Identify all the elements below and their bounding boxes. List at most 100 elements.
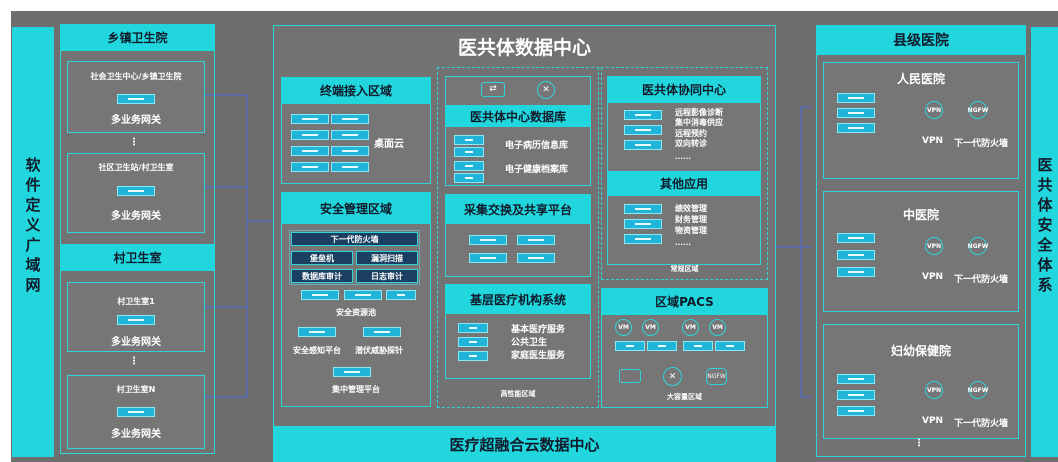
hospital-box-2	[823, 191, 1019, 312]
hospital-1-name: 人民医院	[896, 72, 945, 86]
town-box-2-label: 社区卫生站/村卫生室	[98, 163, 174, 172]
server-icon	[624, 204, 662, 214]
collab-item-2: 集中消毒供应	[675, 118, 723, 127]
ngfw-icon: NGFW	[706, 368, 727, 385]
hospital-2-name: 中医院	[902, 208, 939, 222]
data-center-title: 医共体数据中心	[457, 37, 591, 59]
primary-item-1: 基本医疗服务	[511, 325, 566, 335]
log-audit: 日志审计	[356, 269, 418, 283]
server-icon	[837, 108, 875, 118]
server-icon	[837, 233, 875, 243]
server-icon	[469, 253, 507, 263]
other-item-4: ......	[675, 239, 691, 247]
emr-label: 电子病历信息库	[505, 141, 569, 151]
server-icon	[624, 219, 662, 229]
router-icon: ✕	[537, 81, 555, 99]
collab-item-4: 双向转诊	[675, 139, 707, 148]
server-icon	[117, 407, 155, 417]
server-icon	[647, 341, 677, 351]
server-icon	[291, 162, 329, 172]
hospital-3-name: 妇幼保健院	[890, 344, 951, 358]
village-box-2-gateway: 多业务网关	[111, 429, 161, 440]
hospital-box-1	[823, 62, 1019, 179]
other-apps-title: 其他应用	[607, 171, 761, 196]
server-icon	[331, 162, 369, 172]
county-hospital-title: 县级医院	[816, 25, 1026, 55]
other-item-3: 物资管理	[675, 226, 707, 235]
firewall-label: 下一代防火墙	[954, 419, 1009, 429]
server-icon	[117, 315, 155, 325]
high-perf-zone-label: 高性能区域	[500, 390, 536, 398]
server-icon	[117, 94, 155, 104]
server-icon	[363, 327, 401, 337]
server-icon	[298, 327, 336, 337]
server-icon	[333, 367, 371, 377]
server-icon	[837, 406, 875, 416]
server-icon	[624, 234, 662, 244]
sd-wan-label: 软件定义广域网	[25, 156, 41, 294]
vm-icon: VM	[682, 319, 699, 336]
security-system-bar	[1031, 27, 1058, 457]
server-icon	[837, 123, 875, 133]
primary-item-2: 公共卫生	[511, 338, 548, 348]
village-box-2-label: 村卫生室N	[116, 385, 156, 394]
ehr-label: 电子健康档案库	[505, 165, 569, 175]
other-item-2: 财务管理	[675, 215, 707, 224]
general-zone-label: 常规区域	[670, 265, 699, 273]
threat-probe-label: 潜伏威胁探针	[355, 346, 403, 355]
server-icon	[117, 186, 155, 196]
firewall-label: 下一代防火墙	[954, 275, 1009, 285]
village-box-2	[67, 375, 205, 449]
connection-lines	[205, 94, 811, 398]
server-icon	[837, 250, 875, 260]
server-icon	[344, 290, 382, 300]
server-icon	[454, 161, 484, 171]
server-icon	[615, 341, 645, 351]
village-box-1-label: 村卫生室1	[117, 297, 155, 306]
collab-item-1: 远程影像诊断	[675, 108, 723, 117]
other-item-1: 绩效管理	[675, 204, 707, 213]
primary-care-title: 基层医疗机构系统	[445, 284, 591, 314]
village-ellipsis: ⋮	[129, 356, 139, 367]
village-box-1	[67, 282, 205, 352]
server-icon	[331, 146, 369, 156]
vpn-label: VPN	[922, 416, 944, 426]
server-icon	[624, 140, 662, 150]
sd-wan-bar	[12, 27, 54, 457]
server-icon	[386, 290, 416, 300]
vpn-label: VPN	[922, 136, 944, 146]
db-center-title: 医共体中心数据库	[445, 105, 591, 127]
security-pool-label: 安全资源池	[336, 308, 376, 317]
cloud-data-center-bar: 医疗超融合云数据中心	[273, 426, 776, 462]
village-clinic-title: 村卫生室	[60, 244, 215, 271]
server-icon	[454, 173, 484, 183]
sense-platform-label: 安全感知平台	[293, 346, 341, 355]
town-ellipsis: ⋮	[129, 137, 139, 148]
server-icon	[454, 135, 484, 145]
server-icon	[458, 337, 488, 347]
ngfw-icon: NGFW	[968, 381, 988, 399]
server-icon	[301, 290, 339, 300]
server-icon	[837, 374, 875, 384]
resource-pool-frame	[289, 230, 420, 285]
server-icon	[331, 130, 369, 140]
general-zone	[601, 67, 768, 280]
server-icon	[624, 110, 662, 120]
server-icon	[291, 114, 329, 124]
firewall-label: 下一代防火墙	[954, 139, 1009, 149]
server-icon	[837, 267, 875, 277]
switch-icon: ⇄	[481, 82, 505, 97]
bastion-host: 堡垒机	[291, 251, 353, 265]
server-icon	[683, 341, 713, 351]
security-system-label: 医共体安全体系	[1037, 156, 1053, 294]
server-icon	[458, 323, 488, 333]
server-icon	[454, 147, 484, 157]
server-icon	[291, 146, 329, 156]
high-perf-zone	[437, 67, 599, 408]
diagram-canvas: 软件定义广域网 医共体安全体系 乡镇卫生院 社会卫生中心/乡镇卫生院 多业务网关…	[11, 11, 1058, 462]
vm-icon: VM	[642, 319, 659, 336]
large-capacity-zone-label: 大容量区域	[667, 393, 702, 401]
terminal-access-title: 终端接入区域	[281, 77, 431, 104]
vpn-icon: VPN	[925, 237, 943, 255]
server-icon	[458, 351, 488, 361]
